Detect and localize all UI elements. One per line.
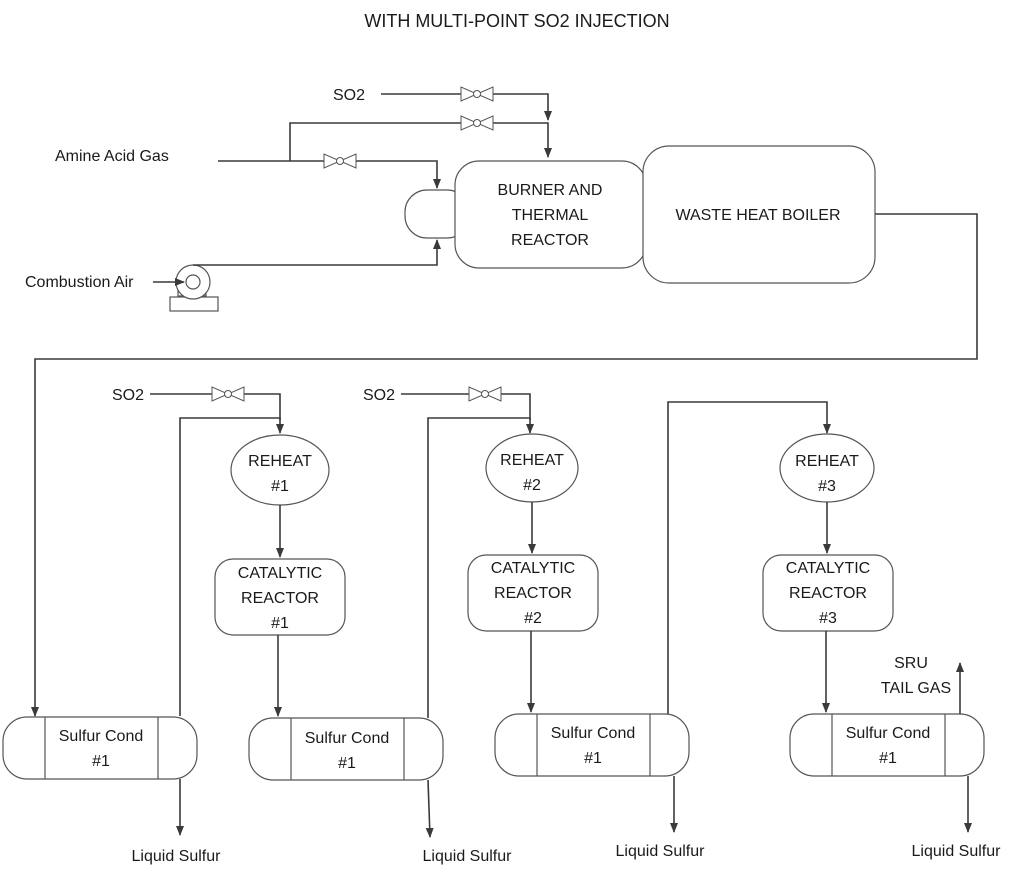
reheat-2-label-line2: #2 [523, 477, 541, 494]
catalytic-reactor-2 [467, 554, 599, 632]
combustion-air-line [153, 239, 441, 286]
catalytic-reactor-2-label-line3: #2 [524, 610, 542, 627]
catalytic-reactor-1-label-line1: CATALYTIC [238, 565, 322, 582]
so2-top-label: SO2 [333, 87, 365, 104]
condenser-4-label-line1: Sulfur Cond [846, 725, 931, 742]
reheat-3-label-line2: #3 [818, 478, 836, 495]
condenser-3-label-line1: Sulfur Cond [551, 725, 636, 742]
catalytic-reactor-3 [762, 554, 894, 632]
catalytic-reactor-2-label-line1: CATALYTIC [491, 560, 575, 577]
sulfur-condenser-3 [494, 713, 690, 777]
so2-stage2-valve[interactable] [468, 386, 502, 402]
reheat-3-label-line1: REHEAT [795, 453, 859, 470]
so2-top-line [381, 93, 552, 121]
condenser-1-label-line1: Sulfur Cond [59, 728, 144, 745]
combustion-air-blower-icon [169, 264, 219, 312]
amine-gas-valve-1[interactable] [323, 153, 357, 169]
cond1-to-reheat1-line [179, 417, 284, 716]
so2-top-valve[interactable] [460, 86, 494, 102]
catalytic-reactor-3-label-line3: #3 [819, 610, 837, 627]
reheat-1-label-line2: #1 [271, 478, 289, 495]
catalytic-reactor-3-label-line1: CATALYTIC [786, 560, 870, 577]
reheat-2-label-line1: REHEAT [500, 452, 564, 469]
liquid-sulfur-label-2: Liquid Sulfur [423, 848, 513, 865]
so2-stage1-label: SO2 [112, 387, 144, 404]
amine-acid-gas-line [218, 122, 552, 189]
tail-gas-label-line2: TAIL GAS [881, 680, 951, 697]
burner-label-line3: REACTOR [511, 232, 589, 249]
catalytic-reactor-1-label-line3: #1 [271, 615, 289, 632]
condenser-2-label-line1: Sulfur Cond [305, 730, 390, 747]
catalytic-reactor-2-label-line2: REACTOR [494, 585, 572, 602]
liquid-sulfur-label-3: Liquid Sulfur [616, 843, 706, 860]
liquid-sulfur-outlet-2 [425, 779, 434, 838]
tail-gas-label-line1: SRU [894, 655, 928, 672]
sulfur-condenser-2 [248, 717, 444, 781]
sulfur-condenser-4 [789, 713, 985, 777]
amine-gas-bypass-valve[interactable] [460, 115, 494, 131]
condenser-1-label-line2: #1 [92, 753, 110, 770]
condenser-4-label-line2: #1 [879, 750, 897, 767]
catalytic-reactor-1-label-line2: REACTOR [241, 590, 319, 607]
sulfur-condenser-1 [2, 716, 198, 780]
liquid-sulfur-label-4: Liquid Sulfur [912, 843, 1002, 860]
so2-stage1-line [150, 393, 281, 420]
waste-heat-boiler-label: WASTE HEAT BOILER [675, 207, 840, 224]
boiler-outlet-line [31, 213, 978, 717]
burner-label-line2: THERMAL [512, 207, 589, 224]
amine-acid-gas-label: Amine Acid Gas [55, 148, 169, 165]
combustion-air-label: Combustion Air [25, 274, 134, 291]
diagram-title: WITH MULTI-POINT SO2 INJECTION [364, 11, 669, 31]
so2-stage1-valve[interactable] [211, 386, 245, 402]
cond3-to-reheat3-line [667, 401, 831, 714]
so2-stage2-line [401, 393, 531, 420]
condenser-2-label-line2: #1 [338, 755, 356, 772]
cond2-to-reheat2-line [427, 417, 534, 718]
catalytic-reactor-3-label-line2: REACTOR [789, 585, 867, 602]
catalytic-reactor-1 [214, 558, 346, 636]
burner-label-line1: BURNER AND [498, 182, 603, 199]
so2-stage2-label: SO2 [363, 387, 395, 404]
condenser-3-label-line2: #1 [584, 750, 602, 767]
liquid-sulfur-label-1: Liquid Sulfur [132, 848, 222, 865]
reheat-1-label-line1: REHEAT [248, 453, 312, 470]
